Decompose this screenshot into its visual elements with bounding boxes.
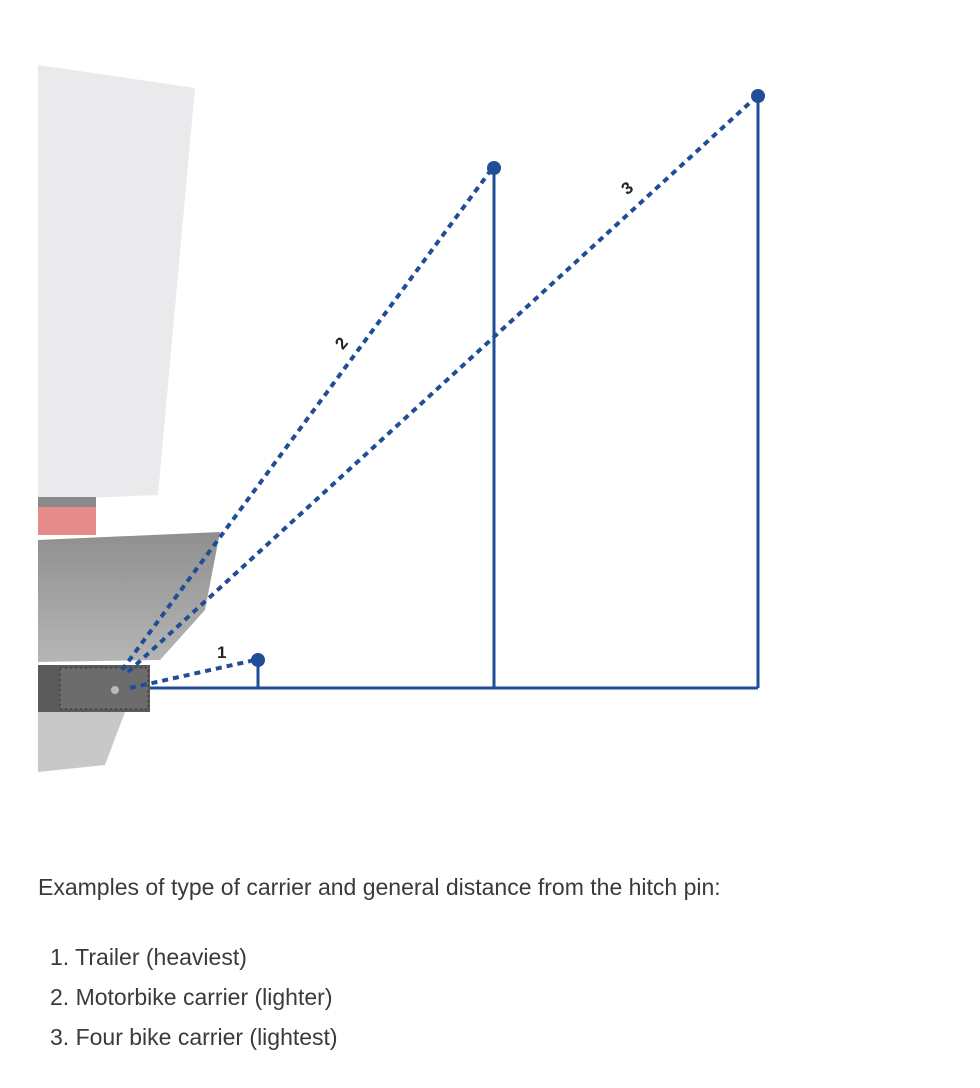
list-item: 2. Motorbike carrier (lighter)	[50, 984, 333, 1010]
carrier-point-3	[751, 89, 765, 103]
label-3: 3	[618, 178, 637, 199]
distance-line-3	[126, 96, 757, 674]
distance-line-2	[120, 168, 493, 672]
hitch-distance-diagram: 1 2 3	[38, 65, 765, 772]
carrier-list: 1. Trailer (heaviest) 2. Motorbike carri…	[50, 940, 338, 1060]
carrier-point-2	[487, 161, 501, 175]
carrier-point-1	[251, 653, 265, 667]
list-item: 1. Trailer (heaviest)	[50, 944, 247, 970]
hitch-pin-icon	[111, 686, 119, 694]
label-2: 2	[331, 334, 352, 353]
tail-light	[38, 507, 96, 535]
bumper	[38, 532, 220, 662]
label-1: 1	[217, 643, 226, 662]
caption: Examples of type of carrier and general …	[38, 874, 721, 900]
list-item: 3. Four bike carrier (lightest)	[50, 1024, 338, 1050]
vehicle-body	[38, 65, 195, 500]
vehicle-rear	[38, 65, 220, 772]
lower-bumper	[38, 712, 125, 772]
